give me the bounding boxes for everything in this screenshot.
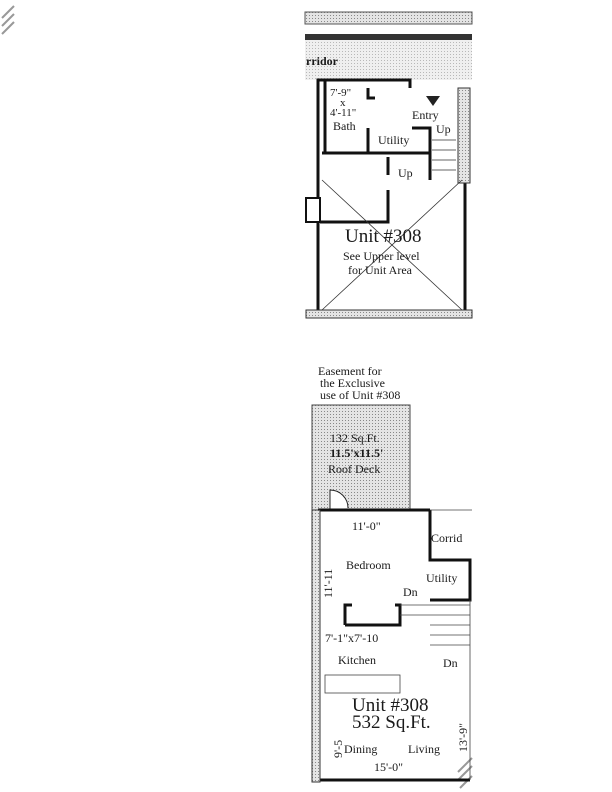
down-label: Dn bbox=[403, 585, 418, 599]
lower-level-plan bbox=[311, 404, 472, 783]
unit-label: Unit #308 bbox=[345, 226, 422, 247]
up-label: Up bbox=[398, 166, 413, 180]
unit-area: 532 Sq.Ft. bbox=[352, 712, 431, 733]
scan-corner-mark bbox=[1, 5, 473, 789]
utility-label: Utility bbox=[378, 133, 410, 147]
dining-label: Dining bbox=[344, 742, 378, 756]
easement-note: Easement for bbox=[318, 364, 382, 378]
bath-dims-1: 7'-9" bbox=[330, 87, 352, 99]
upper-level-note: See Upper level bbox=[343, 249, 420, 263]
bath-label: Bath bbox=[333, 119, 356, 133]
utility-label: Utility bbox=[426, 571, 458, 585]
roof-deck-label: Roof Deck bbox=[328, 462, 381, 476]
unit-area-note: for Unit Area bbox=[348, 263, 412, 277]
entry-label: Entry bbox=[412, 108, 439, 122]
bedroom-label: Bedroom bbox=[346, 558, 391, 572]
unit-label: Unit #308 bbox=[352, 695, 429, 716]
door-swing-icon bbox=[329, 489, 349, 510]
bath-dims-2: 4'-11" bbox=[330, 107, 357, 119]
living-label: Living bbox=[408, 742, 440, 756]
deck-area: 132 Sq.Ft. bbox=[330, 431, 380, 445]
bedroom-width: 11'-0" bbox=[352, 519, 381, 533]
entry-arrow-icon bbox=[426, 96, 440, 106]
bath-dims-x: x bbox=[340, 97, 346, 109]
upper-level-plan bbox=[304, 11, 473, 319]
easement-note: use of Unit #308 bbox=[320, 388, 401, 402]
easement-note: the Exclusive bbox=[320, 376, 385, 390]
kitchen-label: Kitchen bbox=[338, 653, 376, 667]
closet-dims: 7'-1"x7'-10 bbox=[325, 631, 379, 645]
down-label: Dn bbox=[443, 656, 458, 670]
living-depth: 13'-9" bbox=[456, 722, 470, 752]
up-label: Up bbox=[436, 122, 451, 136]
dining-depth: 9'-5 bbox=[331, 739, 345, 758]
corridor-label: rridor bbox=[306, 54, 338, 68]
deck-dims: 11.5'x11.5' bbox=[330, 446, 384, 460]
living-width: 15'-0" bbox=[374, 760, 404, 774]
corridor-label: Corrid bbox=[431, 531, 463, 545]
bedroom-depth: 11'-11 bbox=[321, 568, 335, 598]
